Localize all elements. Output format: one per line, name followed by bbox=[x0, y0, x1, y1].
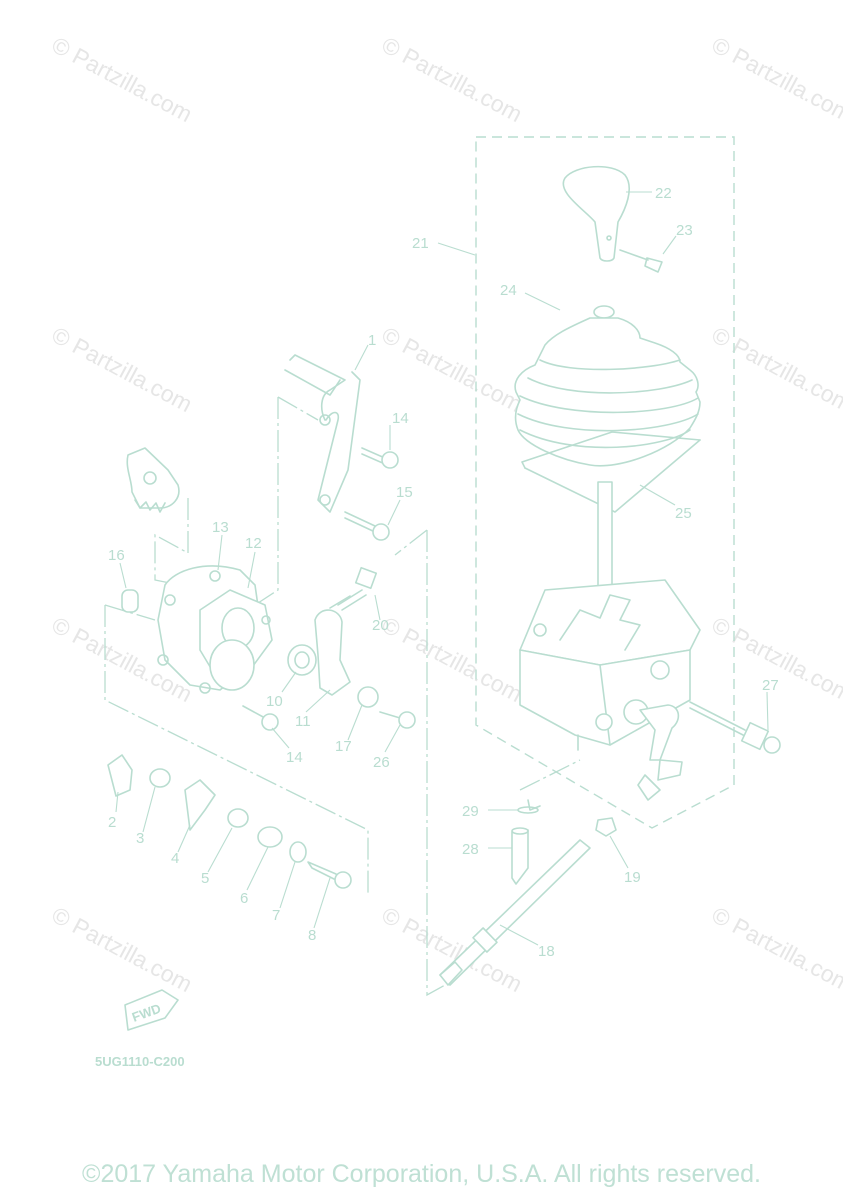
callout-15: 15 bbox=[396, 484, 413, 501]
band-part-25 bbox=[521, 431, 701, 513]
callout-10: 10 bbox=[266, 693, 283, 710]
rod-part-18 bbox=[439, 839, 591, 986]
callout-14-lower: 14 bbox=[286, 749, 303, 766]
callout-12: 12 bbox=[245, 535, 262, 552]
washer-part-4 bbox=[227, 808, 249, 828]
washer-part-10 bbox=[287, 644, 317, 676]
callout-25: 25 bbox=[675, 505, 692, 522]
bolt-part-14-lower bbox=[242, 705, 279, 731]
washer-part-17 bbox=[357, 686, 379, 708]
assembly-box-21 bbox=[475, 136, 735, 829]
callout-1: 1 bbox=[368, 332, 376, 349]
shift-lever-assembly bbox=[519, 481, 701, 801]
bracket-part-1 bbox=[284, 354, 361, 513]
watermark: © Partzilla.com bbox=[708, 31, 843, 127]
bushing-part-16 bbox=[121, 589, 139, 613]
callout-26: 26 bbox=[373, 754, 390, 771]
plate-part-2 bbox=[107, 754, 133, 797]
watermark-layer: © Partzilla.com © Partzilla.com © Partzi… bbox=[48, 31, 843, 997]
callout-6: 7 bbox=[272, 907, 280, 924]
callout-28: 28 bbox=[462, 841, 479, 858]
bolt-part-26 bbox=[379, 711, 416, 729]
washer-part-6 bbox=[289, 841, 307, 863]
diagram-code: 5UG1110-C200 bbox=[95, 1054, 185, 1069]
callout-5: 6 bbox=[240, 890, 248, 907]
callout-7: 8 bbox=[308, 927, 316, 944]
segment-part-8 bbox=[184, 779, 216, 831]
small-parts-row bbox=[107, 754, 352, 889]
bolt-part-27 bbox=[689, 701, 781, 754]
watermark: © Partzilla.com bbox=[708, 321, 843, 417]
bolt-part-20 bbox=[337, 566, 378, 611]
callout-14-upper: 14 bbox=[392, 410, 409, 427]
leader-lines bbox=[115, 191, 769, 946]
watermark: © Partzilla.com bbox=[48, 901, 197, 997]
sleeve-part-28 bbox=[511, 827, 529, 885]
watermark: © Partzilla.com bbox=[378, 321, 527, 417]
callout-22: 22 bbox=[655, 185, 672, 202]
callout-2: 2 bbox=[108, 814, 116, 831]
watermark: © Partzilla.com bbox=[48, 31, 197, 127]
collar-part-5 bbox=[257, 826, 283, 848]
callout-3: 3 bbox=[136, 830, 144, 847]
callout-17: 17 bbox=[335, 738, 352, 755]
callout-29: 29 bbox=[462, 803, 479, 820]
callout-8: 4 bbox=[171, 850, 179, 867]
watermark: © Partzilla.com bbox=[48, 321, 197, 417]
callout-20: 20 bbox=[372, 617, 389, 634]
callout-11: 11 bbox=[295, 713, 311, 730]
callout-16: 16 bbox=[108, 547, 125, 564]
nut-part-19 bbox=[595, 817, 617, 837]
callout-18: 18 bbox=[538, 943, 555, 960]
watermark: © Partzilla.com bbox=[378, 31, 527, 127]
shift-boot-part-24 bbox=[514, 305, 701, 467]
callout-4: 5 bbox=[201, 870, 209, 887]
callout-13: 13 bbox=[212, 519, 229, 536]
watermark: © Partzilla.com bbox=[378, 611, 527, 707]
copyright-notice: ©2017 Yamaha Motor Corporation, U.S.A. A… bbox=[82, 1160, 761, 1188]
reference-lines bbox=[104, 396, 581, 997]
shift-knob-part-22 bbox=[562, 165, 630, 262]
callout-numbers: 1 2 3 5 6 7 8 4 10 11 12 13 14 14 15 16 … bbox=[108, 185, 779, 960]
housing-part-12 bbox=[199, 589, 273, 691]
callout-23: 23 bbox=[676, 222, 693, 239]
screw-part-23 bbox=[619, 249, 663, 273]
callout-21: 21 bbox=[412, 235, 429, 252]
lever-part-11 bbox=[314, 595, 351, 696]
sector-gear-part bbox=[126, 447, 180, 513]
callout-27: 27 bbox=[762, 677, 779, 694]
callout-19: 19 bbox=[624, 869, 641, 886]
bolt-part-15 bbox=[344, 511, 390, 541]
bushing-part-3 bbox=[149, 768, 171, 788]
watermark: © Partzilla.com bbox=[708, 901, 843, 997]
fwd-arrow-badge: FWD bbox=[124, 989, 179, 1031]
bolt-part-14-upper bbox=[361, 447, 399, 469]
callout-24: 24 bbox=[500, 282, 517, 299]
clip-part-29 bbox=[517, 799, 541, 814]
